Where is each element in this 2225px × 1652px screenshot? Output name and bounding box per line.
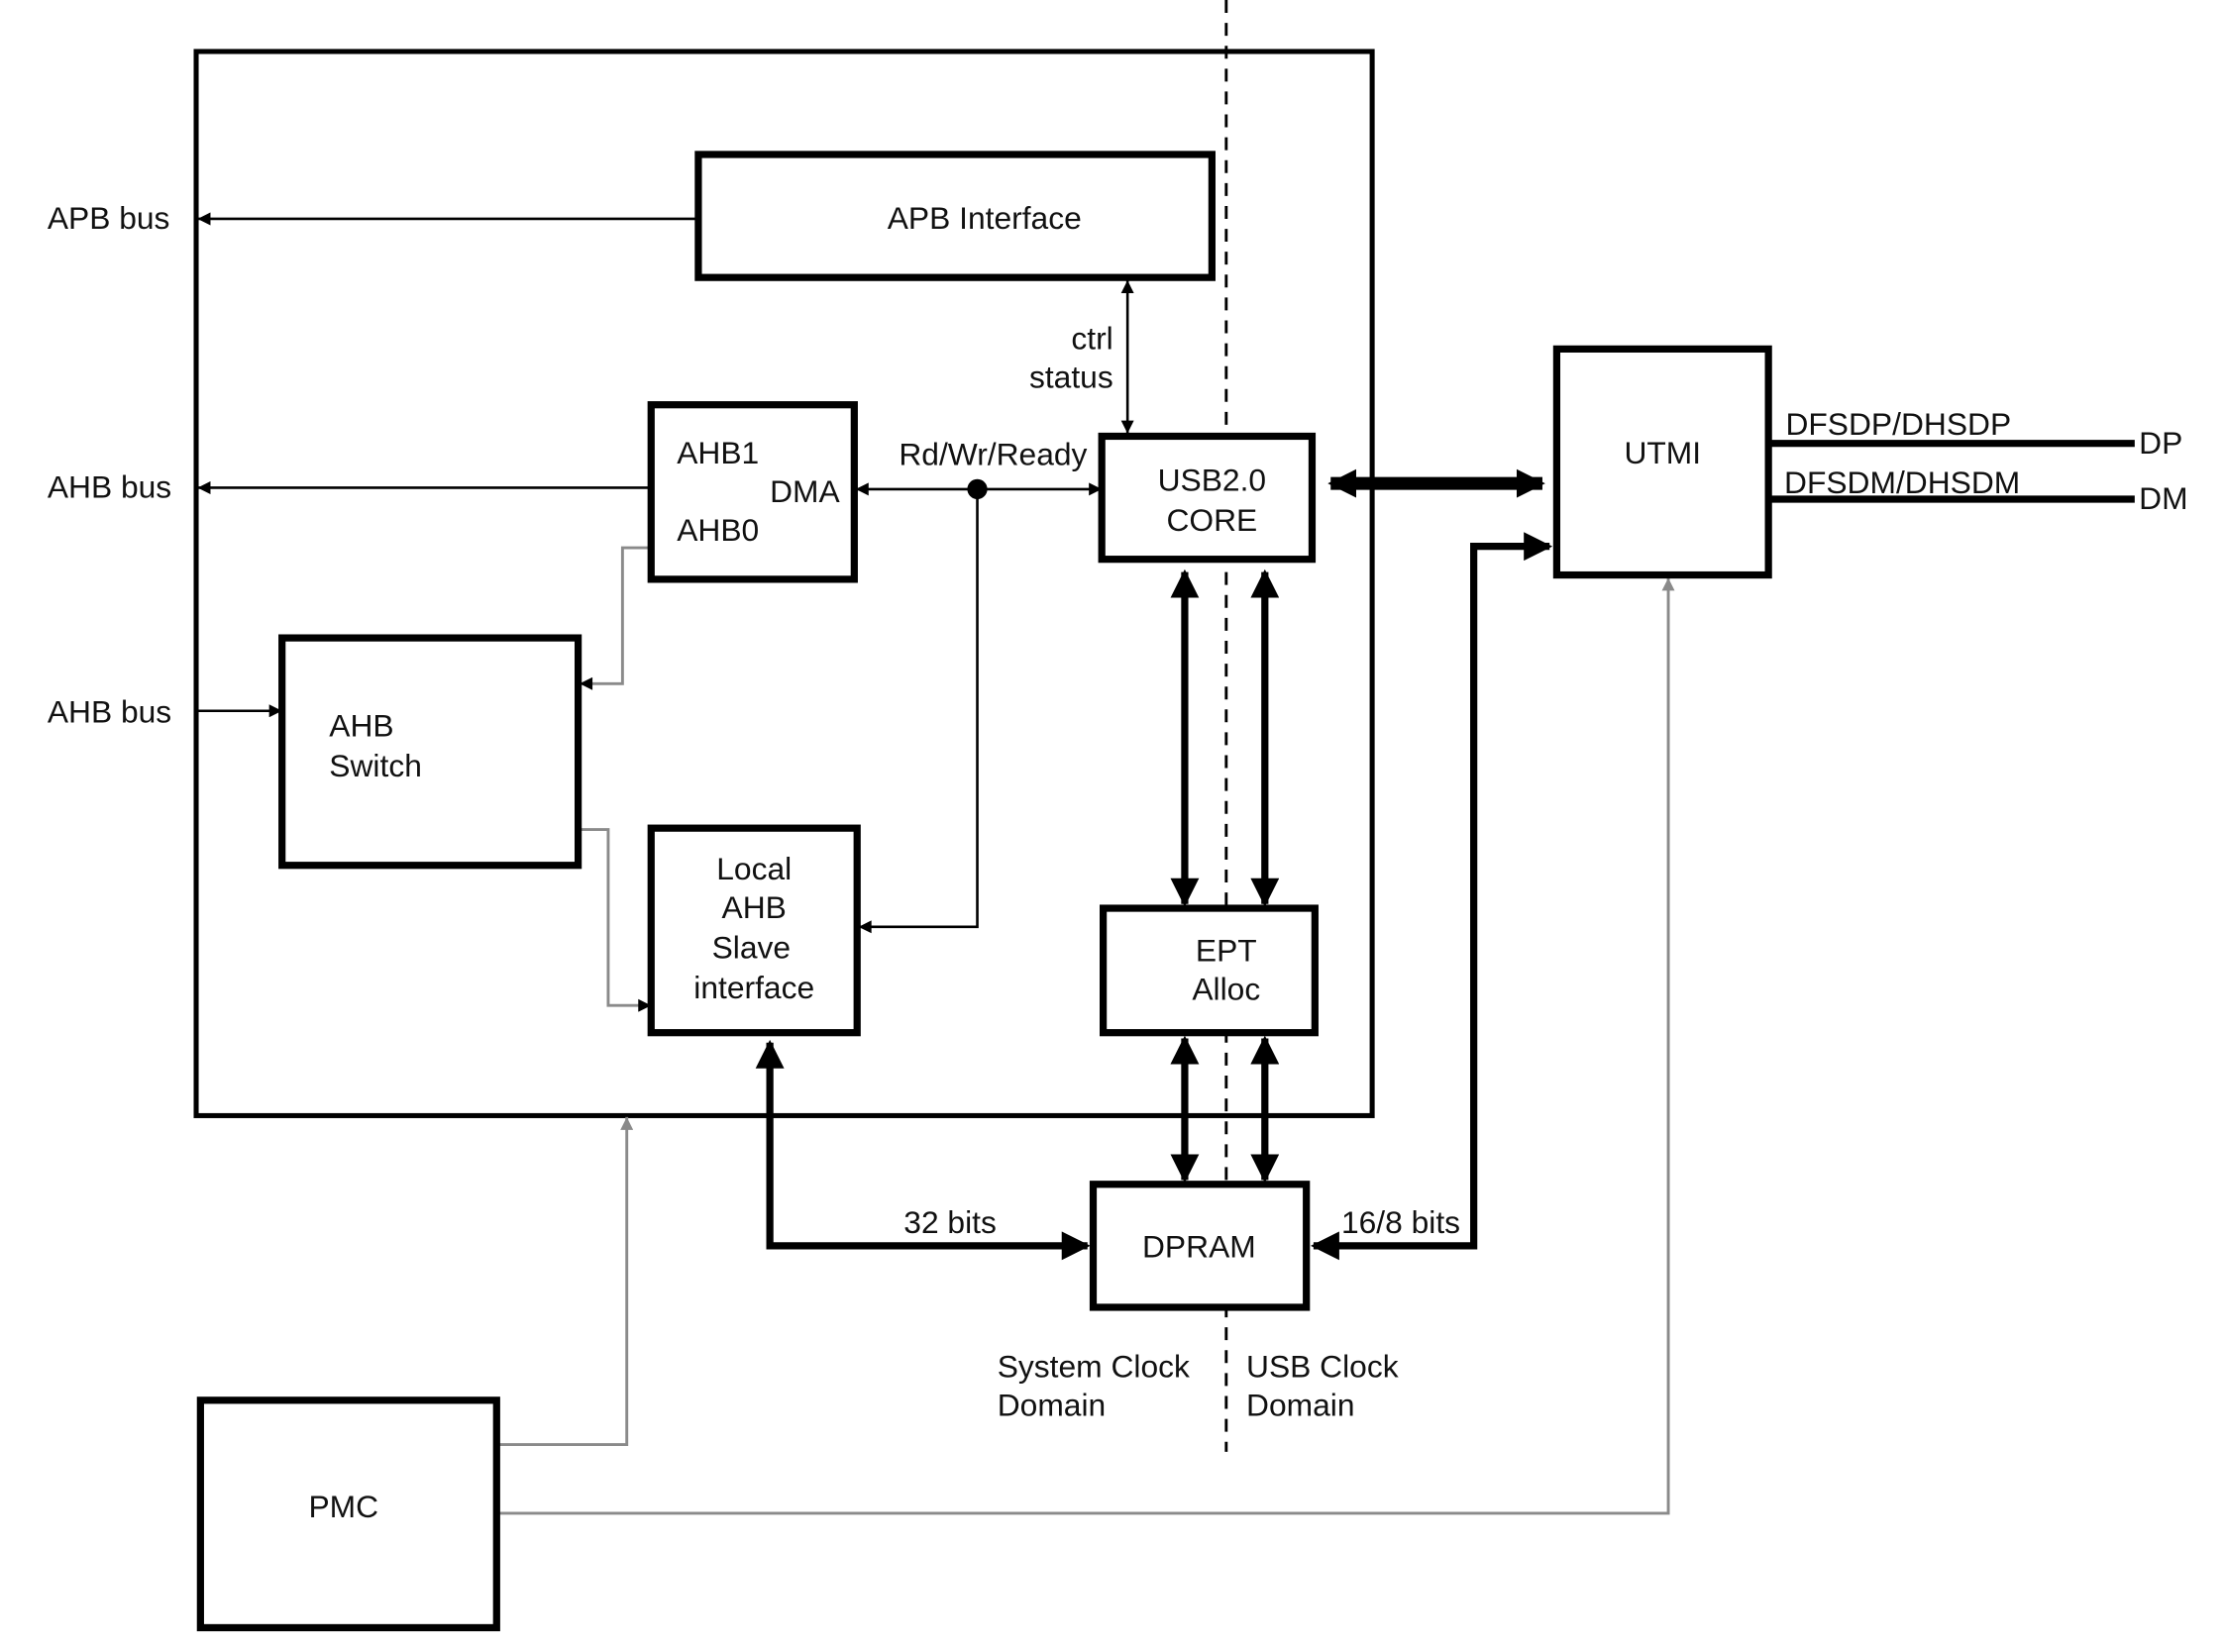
switch-to-local-ahb-connector: [578, 828, 652, 1012]
apb-interface-block: APB Interface: [694, 151, 1216, 281]
ahb-bus-in-label: AHB bus: [48, 693, 171, 729]
dma-label: DMA: [770, 473, 840, 509]
local-ahb-slave-block: Local AHB Slave interface: [647, 824, 861, 1037]
apb-bus-label: APB bus: [48, 200, 170, 236]
dma-ahb0-label: AHB0: [677, 512, 759, 548]
ahb-switch-label-line1: AHB: [329, 708, 393, 744]
pmc-block: PMC: [196, 1396, 500, 1632]
dfsdm-label: DFSDM/DHSDM: [1784, 465, 2020, 500]
junction-to-local-ahb-connector: [858, 488, 979, 934]
usb-core-label-line1: USB2.0: [1158, 462, 1266, 497]
pmc-label: PMC: [308, 1489, 378, 1524]
dma-block: AHB1 DMA AHB0: [647, 401, 858, 583]
ept-alloc-label-line2: Alloc: [1192, 971, 1260, 1006]
dfsdp-label: DFSDP/DHSDP: [1785, 406, 2011, 442]
ept-alloc-block: EPT Alloc: [1100, 904, 1319, 1037]
dma-ahb1-label: AHB1: [677, 435, 759, 470]
ahb-switch-label-line2: Switch: [329, 748, 422, 783]
usb-clock-domain-label-line2: Domain: [1246, 1388, 1354, 1423]
dpram-label: DPRAM: [1142, 1228, 1256, 1264]
ahb-bus-out-label: AHB bus: [48, 469, 171, 505]
pmc-to-peripheral-connector: [497, 1116, 634, 1447]
status-label: status: [1029, 359, 1113, 394]
system-clock-domain-label-line1: System Clock: [998, 1349, 1190, 1385]
rd-wr-ready-label: Rd/Wr/Ready: [899, 436, 1087, 471]
ahb-switch-block: AHB Switch: [278, 634, 583, 870]
bits-16-8-label: 16/8 bits: [1341, 1204, 1460, 1240]
ahb0-to-switch-connector: [580, 546, 652, 690]
dm-label: DM: [2139, 480, 2187, 516]
usb-clock-domain-label-line1: USB Clock: [1246, 1349, 1399, 1385]
local-ahb-dpram-32bit-bus: [755, 1039, 1091, 1261]
dpram-block: DPRAM: [1089, 1181, 1311, 1311]
utmi-label: UTMI: [1624, 435, 1701, 470]
ctrl-label: ctrl: [1071, 320, 1112, 356]
local-ahb-label-line3: Slave: [712, 930, 791, 966]
dpram-utmi-16-8bit-bus: [1311, 532, 1553, 1261]
usb-core-block: USB2.0 CORE: [1098, 432, 1317, 564]
system-clock-domain-label-line2: Domain: [998, 1388, 1106, 1423]
local-ahb-label-line4: interface: [693, 970, 814, 1005]
dp-label: DP: [2139, 425, 2182, 461]
local-ahb-label-line2: AHB: [722, 889, 787, 925]
apb-interface-label: APB Interface: [888, 200, 1082, 236]
local-ahb-label-line1: Local: [716, 851, 792, 886]
pmc-to-utmi-connector: [497, 577, 1675, 1515]
ept-alloc-label-line1: EPT: [1196, 932, 1257, 968]
utmi-block: UTMI: [1552, 345, 1772, 579]
usb-core-label-line2: CORE: [1166, 502, 1257, 538]
rd-wr-junction-dot: [967, 478, 988, 500]
bits-32-label: 32 bits: [903, 1204, 997, 1240]
